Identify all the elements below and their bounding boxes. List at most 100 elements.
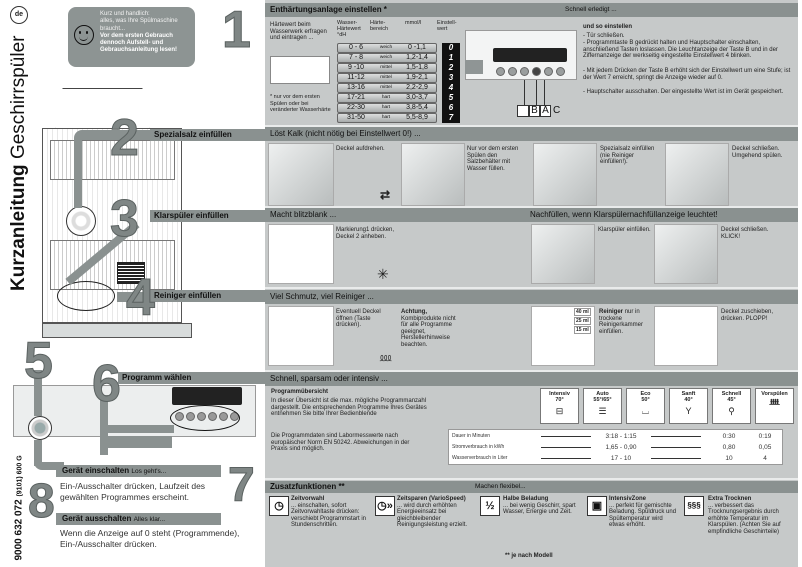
salt-cap-open-image xyxy=(268,143,334,206)
rinse-caption-3: Deckel schließen. KLICK! xyxy=(721,227,769,240)
step5-arm-bend xyxy=(34,462,64,470)
glass-plate-plus-icon: ⚲ xyxy=(728,405,735,416)
col-header-setting: Einstell-wert xyxy=(437,20,457,32)
col-header-mmol: mmol/l xyxy=(405,20,422,26)
step5-arm xyxy=(34,370,42,416)
language-badge: de xyxy=(10,6,28,24)
setting-value: 1 xyxy=(442,53,460,63)
step-number-3: 3 xyxy=(110,190,140,248)
divider xyxy=(265,478,798,480)
step-number-1: 1 xyxy=(222,1,252,59)
step6-arm-horizontal xyxy=(100,425,174,433)
setting-value: 7 xyxy=(442,113,460,123)
dose-40ml: 40 ml xyxy=(574,308,591,316)
salt-caption-3: Spezialsalz einfüllen (nie Reiniger einf… xyxy=(600,146,655,166)
spray-icon: ⅏ xyxy=(380,352,392,364)
intro-warning: Vor dem ersten Gebrauch dennoch Aufstell… xyxy=(100,32,178,54)
step3-label: Klarspüler einfüllen xyxy=(150,210,265,222)
panel-handle xyxy=(465,60,483,74)
setting-value: 0 xyxy=(442,43,460,53)
step4-label: Reiniger einfüllen xyxy=(150,290,265,302)
detergent-caption-2: Achtung, Kombiprodukte nicht für alle Pr… xyxy=(401,309,461,349)
smiley-icon xyxy=(74,25,94,45)
detergent-dispenser-illustration xyxy=(57,281,115,311)
panel-button xyxy=(556,67,565,76)
function-title: Halbe Beladung xyxy=(503,496,549,502)
col-header-dh: Wasser-Härtewert °dH xyxy=(337,20,361,38)
cup-plate-icon: ⌴ xyxy=(641,405,650,416)
hardness-entry-box[interactable] xyxy=(270,56,330,84)
rinse-caption-2: Klarspüler einfüllen. xyxy=(598,227,651,233)
step5-text: Ein-/Ausschalter drücken, Laufzeit des g… xyxy=(60,481,206,502)
hardness-footnote: * nur vor dem ersten Spülen oder bei ver… xyxy=(270,94,331,114)
rotate-arrows-icon: ⇄ xyxy=(380,188,391,202)
intensive-zone-icon: ▣ xyxy=(587,496,607,516)
panel-button xyxy=(544,67,553,76)
half-load-icon: ½ xyxy=(480,496,500,516)
step2-label: Spezialsalz einfüllen xyxy=(150,129,265,141)
part-number-main: 9000 632 072 xyxy=(13,499,25,561)
function-text: ... bei wenig Geschirr, spart Wasser, En… xyxy=(503,502,576,516)
panel-button xyxy=(496,67,505,76)
divider xyxy=(265,206,798,208)
part-number-suffix: (9101) 600 G xyxy=(16,455,24,497)
panel-button xyxy=(520,67,529,76)
intro-line1: Kurz und handlich: xyxy=(100,11,150,17)
function-zeitsparen: Zeitsparen (VarioSpeed)... wird durch er… xyxy=(397,496,477,529)
step5-label: Gerät einschalten Los geht's... xyxy=(56,465,221,477)
leader-line xyxy=(524,80,525,105)
function-title: Zeitsparen (VarioSpeed) xyxy=(397,496,466,502)
instructions-title: und so einstellen xyxy=(583,24,633,30)
function-title: Zeitvorwahl xyxy=(291,496,325,502)
panel-label-blank xyxy=(517,105,529,117)
section6-header: Schnell, sparsam oder intensiv ... xyxy=(265,372,798,386)
detergent-caption-4: Deckel zuschieben, drücken. PLOPP! xyxy=(721,309,774,322)
intro-line2: alles, was Ihre Spülmaschine braucht... xyxy=(100,18,178,32)
salt-caption-1: Deckel aufdrehen. xyxy=(336,146,385,152)
step5-tagline: Los geht's... xyxy=(131,468,167,475)
section3-title: Macht blitzblank ... xyxy=(270,210,337,219)
cutlery-basket-illustration xyxy=(117,262,145,284)
section1-header: Enthärtungsanlage einstellen * Schnell e… xyxy=(265,3,798,17)
section3-header: Macht blitzblank ... Nachfüllen, wenn Kl… xyxy=(265,208,798,222)
function-extra-trocknen: Extra Trocknen... verbessert das Trocknu… xyxy=(708,496,788,536)
function-text: ... perfekt für gemischte Beladung. Spül… xyxy=(609,502,677,529)
step-number-5: 5 xyxy=(24,332,54,390)
step6-label: Programm wählen xyxy=(118,372,265,384)
salt-caption-2: Nur vor dem ersten Spülen den Salzbehält… xyxy=(467,146,519,172)
door-illustration xyxy=(42,323,192,338)
clock-h-icon: ◷ xyxy=(269,496,289,516)
caption-text: Kombiprodukte nicht für alle Programme g… xyxy=(401,315,456,348)
panel-button-b xyxy=(532,67,541,76)
section2-header: Löst Kalk (nicht nötig bei Einstellwert … xyxy=(265,127,798,141)
dose-15ml: 15 ml xyxy=(574,326,591,334)
col-header-range: Härte-bereich xyxy=(370,20,389,32)
setting-value: 3 xyxy=(442,73,460,83)
fill-detergent-image xyxy=(531,306,595,366)
function-zeitvorwahl: Zeitvorwahl... einschalten, sofort Zeitv… xyxy=(291,496,371,529)
overview-text: In dieser Übersicht ist die max. möglich… xyxy=(271,398,427,418)
fill-water-image xyxy=(401,143,465,206)
detergent-close-image xyxy=(654,306,718,366)
function-title: IntensivZone xyxy=(609,496,647,502)
section7-title: Zusatzfunktionen ** xyxy=(270,482,345,491)
panel-label-a: A xyxy=(540,105,551,117)
section1-tagline: Schnell erledigt ... xyxy=(565,6,617,13)
section3-tagline: Nachfüllen, wenn Klarspülernachfüllanzei… xyxy=(530,210,718,219)
panel-display xyxy=(493,48,567,62)
function-text: ... wird durch erhöhten Energieeinsatz b… xyxy=(397,502,468,529)
model-footnote: ** je nach Modell xyxy=(505,553,553,559)
power-button-illustration xyxy=(28,416,52,440)
caption-text: nur in trockene Reinigerkammer einfüllen… xyxy=(599,309,644,335)
dose-25ml: 25 ml xyxy=(574,317,591,325)
title-regular: Geschirrspüler xyxy=(8,35,29,160)
